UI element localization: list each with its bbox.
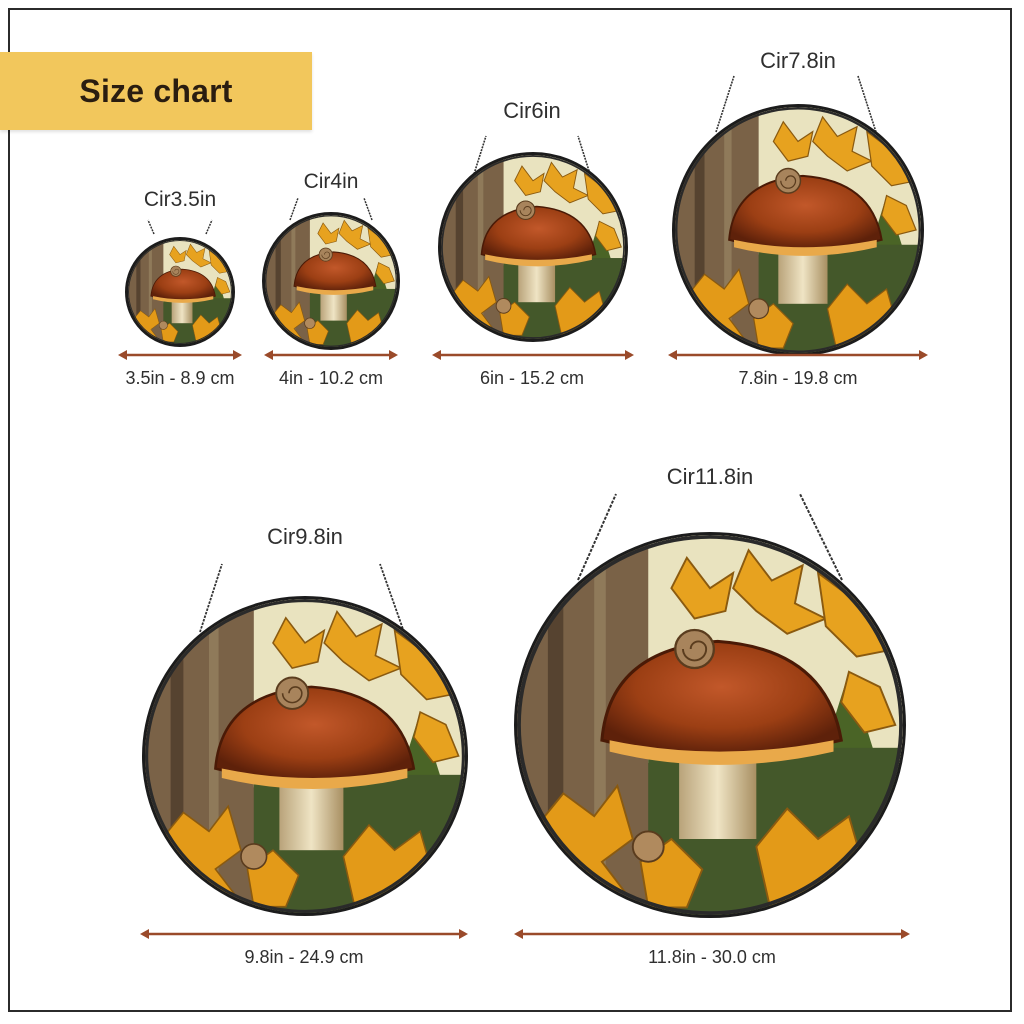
size-name: Cir9.8in (267, 524, 343, 549)
size-chart-banner: Size chart (0, 52, 312, 130)
dimension-label: 11.8in - 30.0 cm (648, 947, 776, 967)
chart-frame (8, 8, 1012, 1012)
size-item-6in: Cir6in (430, 92, 634, 354)
size-item-9-8in: Cir9.8in (138, 522, 472, 922)
mushroom-suncatcher-icon (142, 596, 468, 916)
size-name: Cir11.8in (666, 464, 754, 489)
mushroom-suncatcher-icon (514, 532, 906, 918)
size-item-7-8in: Cir7.8in (668, 44, 928, 356)
size-item-11-8in: Cir11.8in (510, 460, 910, 920)
width-arrow (140, 929, 468, 939)
hanging-chain-icon (715, 75, 877, 133)
size-name: Cir6in (503, 98, 561, 123)
page-title: Size chart (79, 72, 233, 109)
width-arrow (668, 350, 928, 360)
size-name: Cir4in (303, 170, 359, 193)
hanging-chain-icon (577, 493, 843, 581)
hanging-chain-icon (147, 219, 213, 235)
mushroom-suncatcher-icon (125, 237, 235, 347)
size-name: Cir3.5in (143, 188, 217, 211)
size-item-3-5in: Cir3.5in (110, 180, 250, 390)
dimension-label: 6in - 15.2 cm (479, 368, 585, 388)
width-arrow (264, 350, 398, 360)
mushroom-suncatcher-icon (438, 152, 628, 342)
mushroom-suncatcher-icon (262, 212, 400, 350)
dimension-label: 4in - 10.2 cm (278, 368, 384, 388)
width-arrow (118, 350, 242, 360)
hanging-chain-icon (199, 563, 405, 633)
hanging-chain-icon (473, 135, 591, 175)
dimension-label: 3.5in - 8.9 cm (125, 368, 235, 388)
size-name: Cir7.8in (760, 48, 836, 73)
dimension-label: 7.8in - 19.8 cm (738, 368, 858, 388)
mushroom-suncatcher-icon (672, 104, 924, 356)
width-arrow (432, 350, 634, 360)
width-arrow (514, 929, 910, 939)
hanging-chain-icon (289, 197, 373, 221)
size-item-4in: Cir4in (258, 166, 404, 386)
dimension-label: 9.8in - 24.9 cm (244, 947, 364, 967)
